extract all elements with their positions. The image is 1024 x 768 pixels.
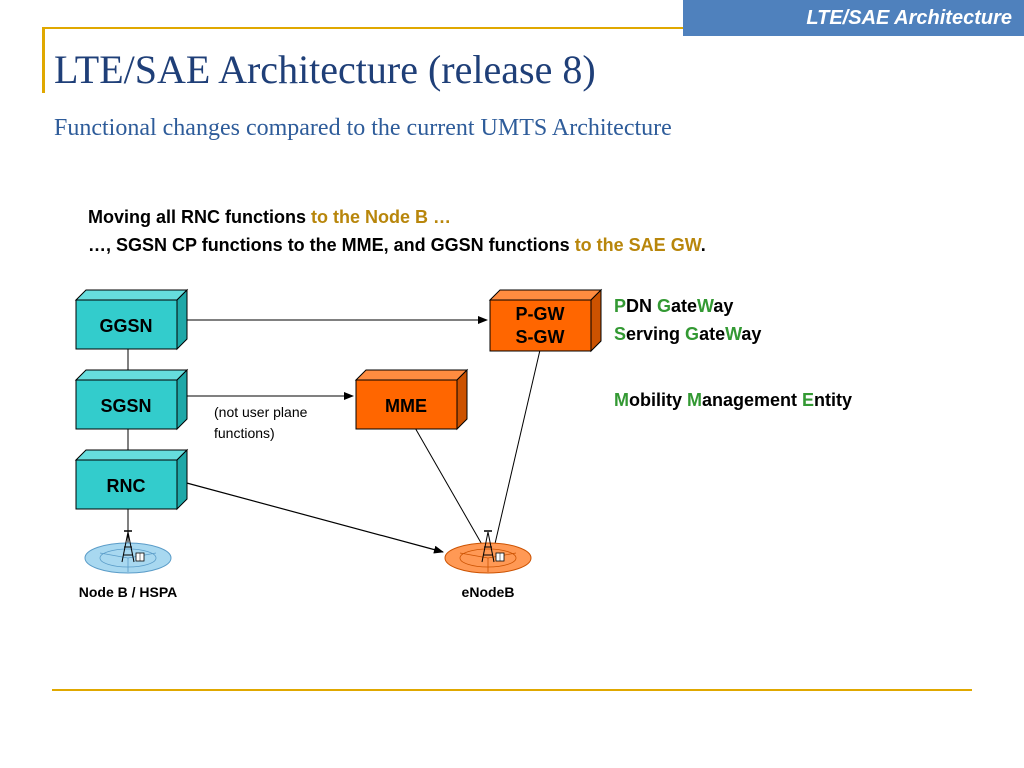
statement-line-2-period: . xyxy=(700,235,706,255)
link-mme-enodeb xyxy=(413,425,485,549)
sgsn-label: SGSN xyxy=(100,396,151,416)
legend-serving-text-2: ate xyxy=(699,324,726,344)
statement-line-2-text: …, SGSN CP functions to the MME, and GGS… xyxy=(88,235,575,255)
legend-pdn-letter-2: G xyxy=(657,296,672,316)
sgsn-node xyxy=(74,368,189,431)
statement-line-2-highlight: to the SAE GW xyxy=(574,235,701,255)
annotation-line-1: (not user plane xyxy=(214,404,308,420)
rnc-label: RNC xyxy=(107,476,146,496)
statement-line-1-highlight: to the Node B … xyxy=(311,207,451,227)
accent-left-line xyxy=(42,27,45,93)
link-pgw-enodeb xyxy=(493,349,541,549)
legend-mme-letter-3: E xyxy=(802,390,815,410)
accent-top-line xyxy=(42,27,683,29)
legend-mme-letter-2: M xyxy=(687,390,702,410)
legend-mme-letter-1: M xyxy=(614,390,629,410)
legend-serving-text-3: ay xyxy=(741,324,762,344)
pgw-label: P-GW xyxy=(516,304,565,324)
nodeb-cell-icon xyxy=(84,530,172,574)
footer-line xyxy=(52,689,972,691)
mme-label: MME xyxy=(385,396,427,416)
arrow-rnc-enodeb xyxy=(182,481,444,554)
legend-serving-letter-1: S xyxy=(614,324,627,344)
legend-serving-text-1: erving xyxy=(626,324,686,344)
statement-line-1-text: Moving all RNC functions xyxy=(88,207,311,227)
mme-node xyxy=(354,368,469,431)
legend-mobility-management-entity: Mobility Management Entity xyxy=(614,390,852,411)
ggsn-label: GGSN xyxy=(99,316,152,336)
legend-mme-text-1: obility xyxy=(629,390,687,410)
legend-mme-text-2: anagement xyxy=(702,390,803,410)
annotation-line-2: functions) xyxy=(214,425,275,441)
sgw-label: S-GW xyxy=(516,327,565,347)
page-title: LTE/SAE Architecture (release 8) xyxy=(54,47,596,92)
legend-serving-gateway: Serving GateWay xyxy=(614,324,761,345)
legend-mme-text-3: ntity xyxy=(814,390,853,410)
enodeb-label: eNodeB xyxy=(462,584,515,600)
legend-serving-letter-2: G xyxy=(685,324,700,344)
nodeb-label: Node B / HSPA xyxy=(79,584,178,600)
legend-serving-letter-3: W xyxy=(725,324,742,344)
legend-pdn-text-2: ate xyxy=(671,296,698,316)
enodeb-cell-icon xyxy=(444,530,532,574)
statement-line-2: …, SGSN CP functions to the MME, and GGS… xyxy=(88,235,706,256)
statement-line-1: Moving all RNC functions to the Node B … xyxy=(88,207,451,228)
legend-pdn-letter-3: W xyxy=(697,296,714,316)
header-badge: LTE/SAE Architecture xyxy=(683,0,1024,36)
legend-pdn-letter-1: P xyxy=(614,296,627,316)
ggsn-node xyxy=(74,288,189,351)
pgw-sgw-node xyxy=(488,288,603,353)
rnc-node xyxy=(74,448,189,511)
page-subtitle: Functional changes compared to the curre… xyxy=(54,115,672,141)
legend-pdn-gateway: PDN GateWay xyxy=(614,296,733,317)
legend-pdn-text-1: DN xyxy=(626,296,658,316)
legend-pdn-text-3: ay xyxy=(713,296,734,316)
